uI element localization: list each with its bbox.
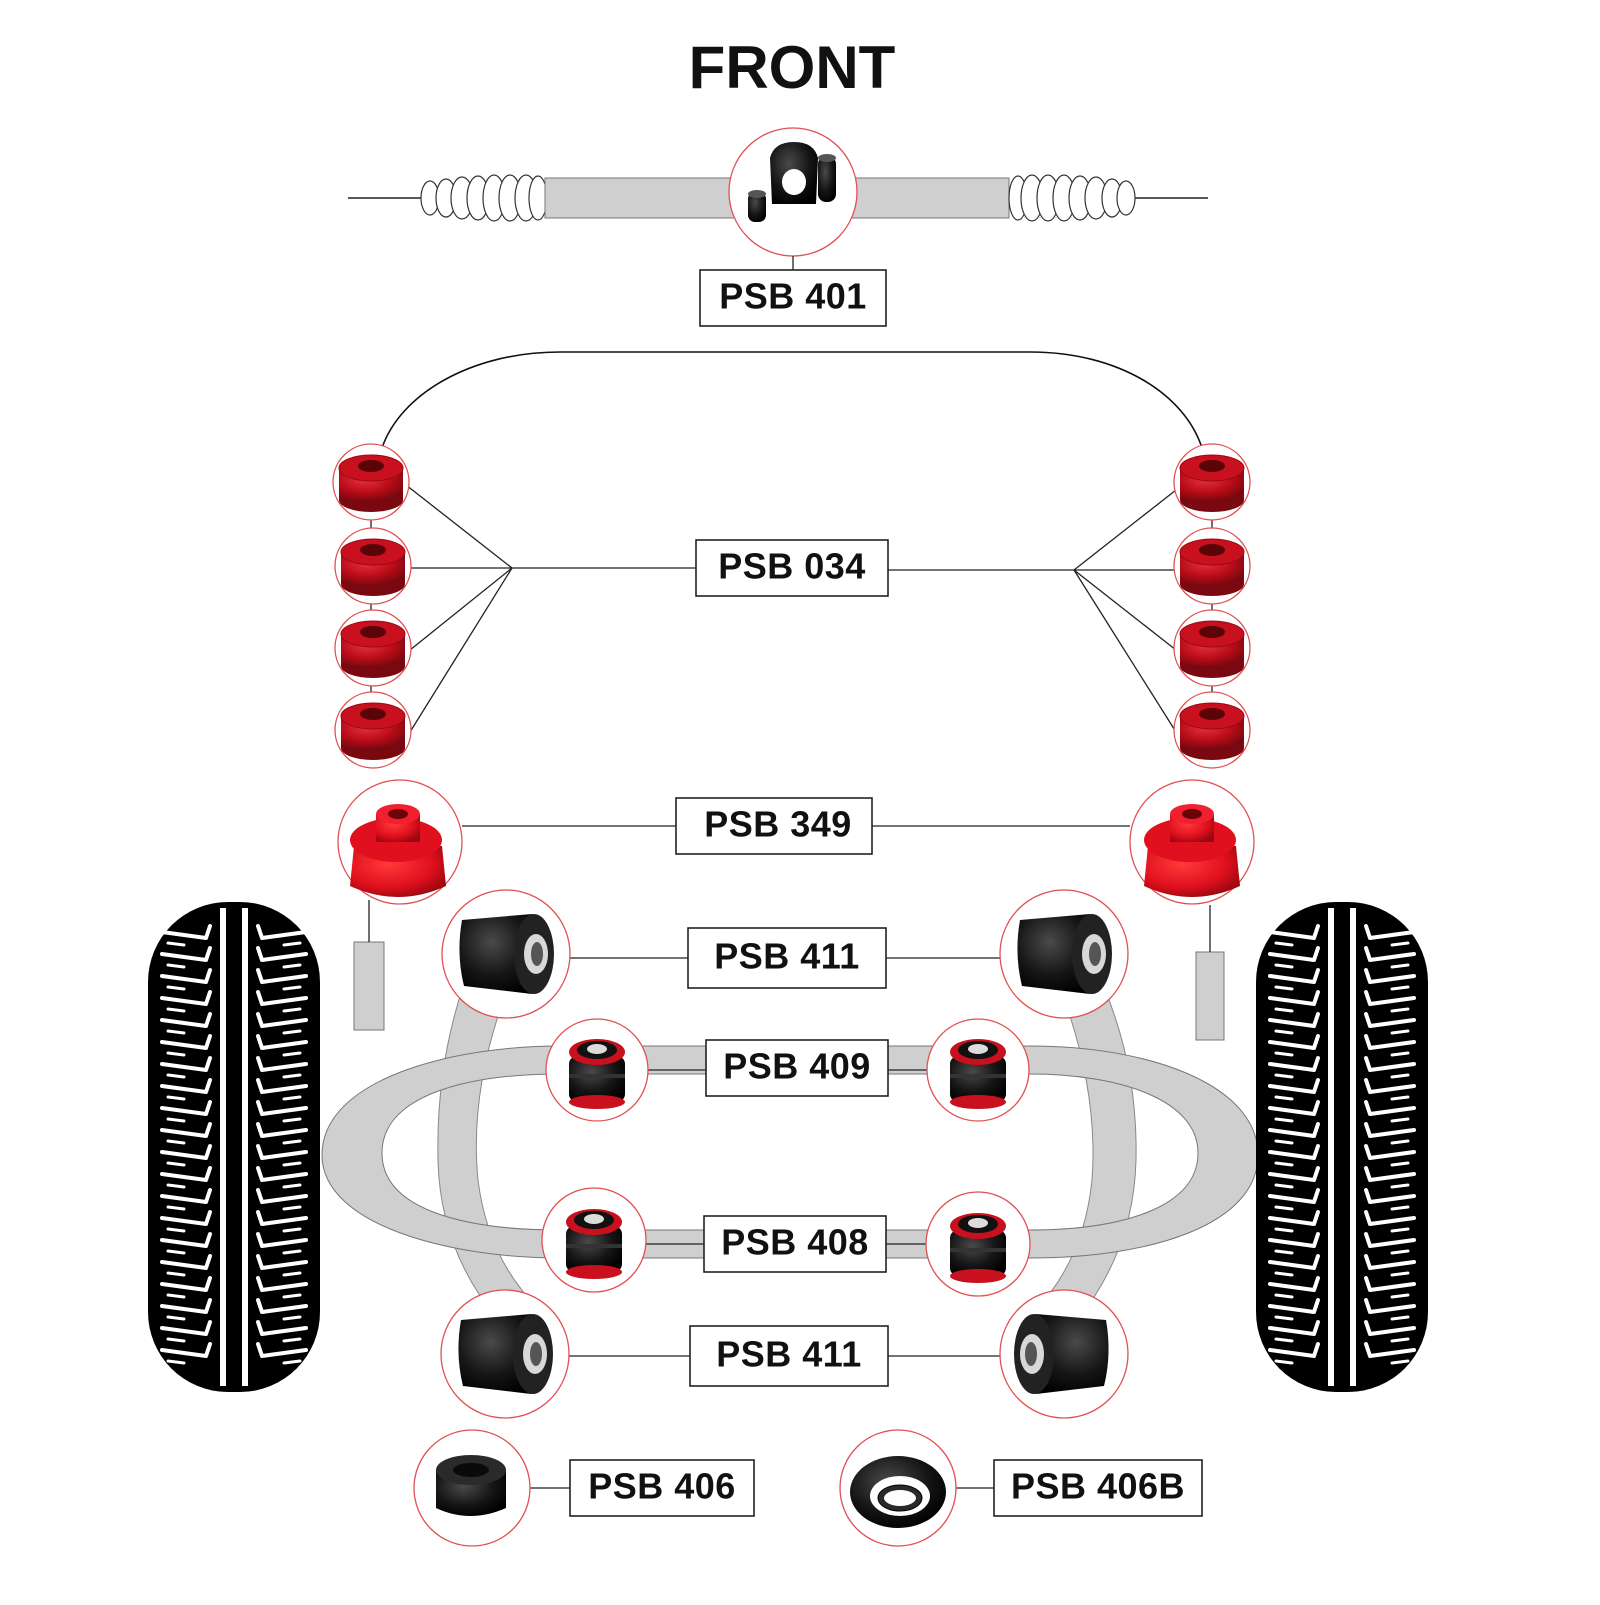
red-bushing-icon: [1179, 538, 1245, 597]
psb406-badge[interactable]: [413, 1429, 531, 1547]
stacked-bushing-icon: [950, 1039, 1006, 1109]
psb349-badge-right[interactable]: [1129, 779, 1255, 905]
tire-tread: [160, 924, 308, 1365]
black-bushing-icon: [458, 1314, 553, 1394]
psb034-badge-left-3[interactable]: [334, 609, 412, 687]
psb406-label-text: PSB 406: [588, 1466, 736, 1507]
psb034-badge-left-1[interactable]: [332, 443, 410, 521]
psb408-label-text: PSB 408: [721, 1222, 869, 1263]
psb401-label[interactable]: PSB 401: [699, 269, 887, 327]
psb034-badge-right-3[interactable]: [1173, 609, 1251, 687]
stacked-bushing-icon: [950, 1213, 1006, 1283]
psb406-label[interactable]: PSB 406: [569, 1459, 755, 1517]
psb409-badge-right[interactable]: [926, 1018, 1030, 1122]
psb034-badge-left-2[interactable]: [334, 527, 412, 605]
psb034-label[interactable]: PSB 034: [695, 539, 889, 597]
psb411-lower-label-text: PSB 411: [716, 1334, 862, 1375]
red-bushing-icon: [340, 702, 406, 761]
psb411-lower-badge-left[interactable]: [440, 1289, 570, 1419]
shock-left: [353, 941, 385, 1031]
psb408-badge-right[interactable]: [925, 1191, 1031, 1297]
steering-rack: [348, 174, 1208, 222]
tire-left: [148, 902, 320, 1392]
anti-roll-bar: [381, 351, 1203, 449]
cup-bushing-icon: [436, 1455, 506, 1516]
psb034-leaders: [370, 484, 1213, 733]
psb349-badge-left[interactable]: [337, 779, 463, 905]
psb034-badge-left-4[interactable]: [334, 691, 412, 769]
psb411-lower-label[interactable]: PSB 411: [689, 1325, 889, 1387]
psb408-badge-left[interactable]: [541, 1187, 647, 1293]
psb409-label[interactable]: PSB 409: [705, 1039, 889, 1097]
psb411-upper-label[interactable]: PSB 411: [687, 927, 887, 989]
psb406b-badge[interactable]: [839, 1429, 957, 1547]
psb409-badge-left[interactable]: [545, 1018, 649, 1122]
seal-ring-icon: [850, 1456, 946, 1528]
red-bushing-icon: [1179, 620, 1245, 679]
rack-boot-right: [1008, 174, 1136, 222]
rack-mount-bushing-icon: [748, 142, 836, 222]
psb349-label[interactable]: PSB 349: [675, 797, 873, 855]
diagram-title: FRONT: [689, 34, 896, 101]
red-bushing-icon: [338, 454, 404, 513]
red-bushing-icon: [1179, 454, 1245, 513]
psb406b-label[interactable]: PSB 406B: [993, 1459, 1203, 1517]
black-bushing-icon: [1014, 1314, 1109, 1394]
psb411-lower-badge-right[interactable]: [999, 1289, 1129, 1419]
red-bushing-icon: [340, 538, 406, 597]
black-bushing-icon: [1017, 914, 1112, 994]
stacked-bushing-icon: [569, 1039, 625, 1109]
tire-right: [1256, 902, 1428, 1392]
tire-tread: [1268, 924, 1416, 1365]
rack-boot-left: [420, 174, 548, 222]
psb401-badge[interactable]: [728, 127, 858, 257]
psb034-badge-right-2[interactable]: [1173, 527, 1251, 605]
lower-arm-left: [437, 989, 542, 1321]
black-bushing-icon: [459, 914, 554, 994]
psb411-upper-label-text: PSB 411: [714, 936, 860, 977]
psb406b-label-text: PSB 406B: [1011, 1466, 1185, 1507]
psb411-upper-badge-right[interactable]: [999, 889, 1129, 1019]
red-bushing-icon: [1179, 702, 1245, 761]
psb349-label-text: PSB 349: [704, 804, 852, 845]
psb408-label[interactable]: PSB 408: [703, 1215, 887, 1273]
psb034-label-text: PSB 034: [718, 546, 866, 587]
psb411-upper-badge-left[interactable]: [441, 889, 571, 1019]
lower-arm-right: [1033, 989, 1137, 1323]
psb034-badge-right-1[interactable]: [1173, 443, 1251, 521]
stacked-bushing-icon: [566, 1209, 622, 1279]
psb409-label-text: PSB 409: [723, 1046, 871, 1087]
red-bushing-icon: [340, 620, 406, 679]
shock-right: [1195, 951, 1225, 1041]
psb034-badge-right-4[interactable]: [1173, 691, 1251, 769]
psb401-label-text: PSB 401: [719, 276, 867, 317]
